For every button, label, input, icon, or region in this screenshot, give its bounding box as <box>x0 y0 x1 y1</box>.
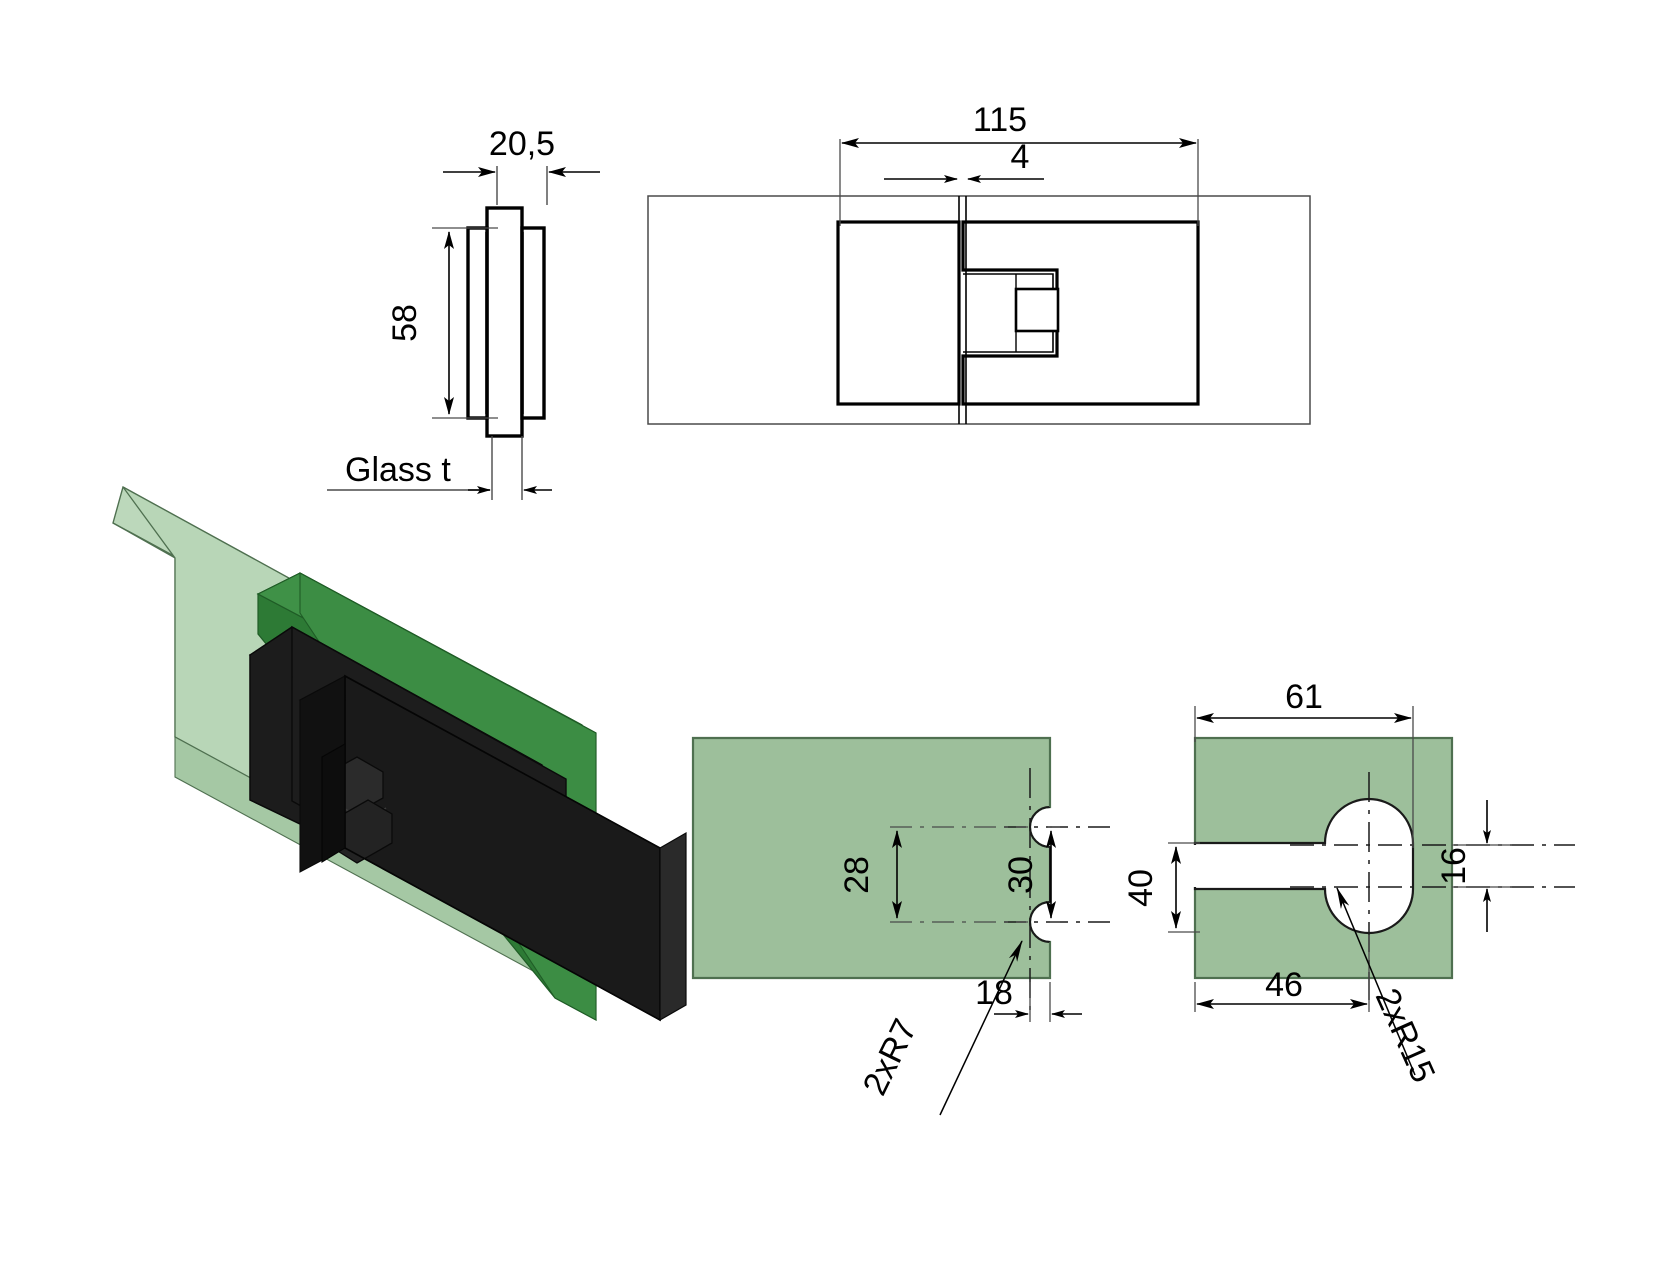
plan-right-leaf <box>961 220 1200 406</box>
dim-4: 4 <box>884 138 1044 183</box>
dim-40-text: 40 <box>1122 869 1160 907</box>
isometric-view <box>112 485 687 1022</box>
dim-115-text: 115 <box>973 101 1027 139</box>
dim-40: 40 <box>1122 842 1200 933</box>
dim-61-text: 61 <box>1285 678 1323 716</box>
iso-hinge-notch <box>321 743 346 863</box>
dim-16-text: 16 <box>1435 847 1473 885</box>
hinge-center-body <box>485 206 524 438</box>
dim-58: 58 <box>386 227 498 419</box>
dim-28-text: 28 <box>838 856 876 894</box>
dim-30-text: 30 <box>1002 856 1040 894</box>
dim-glass-thickness: Glass t <box>327 451 552 494</box>
iso-hinge-right-thickness <box>659 831 687 1022</box>
plan-view: 115 4 <box>647 101 1311 425</box>
glass-right-cutout <box>1193 797 1415 935</box>
dim-16: 16 <box>1435 800 1512 932</box>
plan-knuckle <box>1014 287 1060 333</box>
dim-28: 28 <box>838 826 1028 923</box>
plan-hinge-body <box>836 196 1200 424</box>
dim-18: 18 <box>975 974 1082 1022</box>
side-section-view: 20,5 58 Glass t <box>327 125 600 500</box>
dim-20-5: 20,5 <box>443 125 600 177</box>
hinge-left-plate <box>466 226 489 420</box>
dim-18-text: 18 <box>975 974 1013 1012</box>
dim-4-text: 4 <box>1011 138 1030 176</box>
dim-115: 115 <box>841 101 1197 148</box>
plan-glass-outline <box>647 195 1311 425</box>
plan-left-leaf <box>836 220 961 406</box>
dim-30: 30 <box>1002 826 1060 923</box>
dim-46-text: 46 <box>1265 966 1303 1004</box>
dim-glass-thickness-text: Glass t <box>345 451 451 489</box>
dim-46: 46 <box>1194 935 1370 1012</box>
dim-20-5-text: 20,5 <box>489 125 555 163</box>
dim-58-text: 58 <box>386 304 424 342</box>
dim-61: 61 <box>1194 678 1414 848</box>
hinge-right-plate <box>520 226 546 420</box>
